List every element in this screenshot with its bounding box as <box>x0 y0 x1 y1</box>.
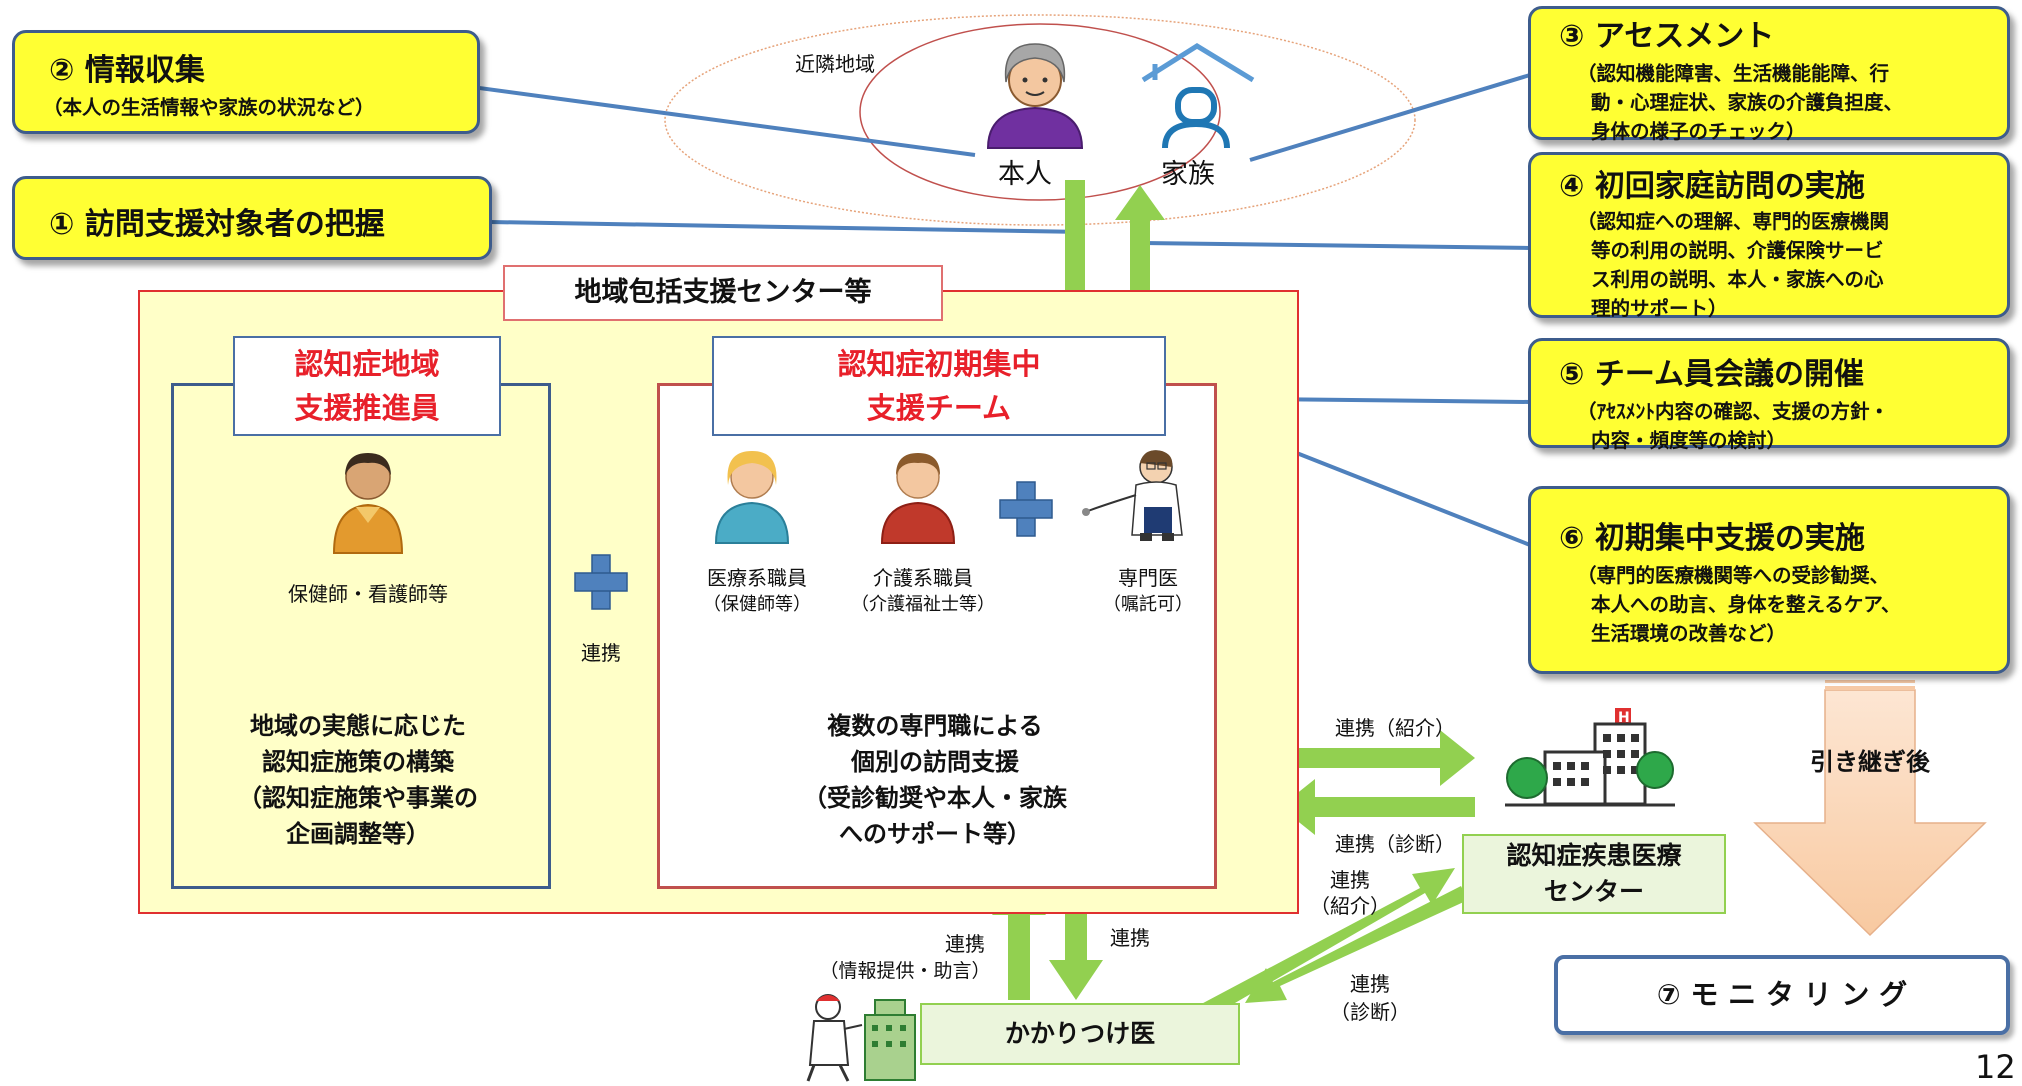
step-7-monitoring: ⑦ モ ニ タ リ ン グ <box>1554 955 2010 1035</box>
member-specialist-note: （嘱託可） <box>1103 594 1193 615</box>
connector-s3 <box>1249 73 1531 162</box>
link-team-down-label: 連携 <box>1110 926 1150 950</box>
step-4-callout: ④ 初回家庭訪問の実施 （認知症への理解、専門的医療機関 等の利用の説明、介護保… <box>1528 152 2010 320</box>
arrow-from-medical-center <box>1280 779 1475 835</box>
member-medical-name: 医療系職員 <box>707 566 807 590</box>
member-medical-note: （保健師等） <box>703 594 811 615</box>
team-description: 複数の専門職による 個別の訪問支援 （受診勧奨や本人・家族 へのサポート等） <box>803 712 1067 848</box>
step-2-callout: ② 情報収集 （本人の生活情報や家族の状況など） <box>12 30 480 134</box>
person-label: 本人 <box>998 159 1052 190</box>
member-care-note: （介護福祉士等） <box>851 594 995 615</box>
gp-box: かかりつけ医 <box>920 1003 1240 1065</box>
collaboration-label: 連携 <box>581 641 621 665</box>
gp-doctor-icon <box>806 994 916 1082</box>
link-from-center-label: 連携（診断） <box>1335 832 1455 856</box>
plus-icon <box>574 554 628 610</box>
promoter-staff-label: 保健師・看護師等 <box>288 582 448 606</box>
arrow-to-medical-center <box>1280 730 1475 786</box>
handover-arrow <box>1753 689 1987 937</box>
plus-icon <box>999 481 1053 537</box>
family-home-icon <box>1141 43 1255 149</box>
hospital-building-icon: H <box>1505 708 1675 807</box>
neighborhood-inner-ellipse <box>859 23 1221 201</box>
care-staff-icon <box>880 453 956 544</box>
arrow-down-to-team <box>1050 180 1100 335</box>
link-gp-to-center-sub: （紹介） <box>1310 894 1390 918</box>
link-to-center-label: 連携（紹介） <box>1335 716 1455 740</box>
promoter-description: 地域の実態に応じた 認知症施策の構築 （認知症施策や事業の 企画調整等） <box>238 712 478 848</box>
neighborhood-label: 近隣地域 <box>795 52 875 76</box>
member-specialist-name: 専門医 <box>1118 566 1178 590</box>
team-title: 認知症初期集中 支援チーム <box>712 336 1166 436</box>
specialist-doctor-icon <box>1082 450 1183 541</box>
step-3-callout: ③ アセスメント （認知機能障害、生活機能能障、行 動・心理症状、家族の介護負担… <box>1528 6 2010 143</box>
svg-text:H: H <box>1618 710 1630 726</box>
member-care-name: 介護系職員 <box>873 566 973 590</box>
arrow-up-to-family <box>1115 185 1165 335</box>
connector-s1 <box>489 220 1086 234</box>
handover-label: 引き継ぎ後 <box>1810 748 1930 776</box>
page-number: 12 <box>1975 1048 2016 1086</box>
promoter-title: 認知症地域 支援推進員 <box>233 336 501 436</box>
link-center-to-gp-sub: （診断） <box>1330 1000 1410 1024</box>
arrow-center-to-gp <box>1245 886 1468 1003</box>
link-gp-to-center-label: 連携 <box>1330 868 1370 892</box>
connector-s2 <box>419 78 976 157</box>
link-center-to-gp-label: 連携 <box>1350 972 1390 996</box>
step-5-callout: ⑤ チーム員会議の開催 （ｱｾｽﾒﾝﾄ内容の確認、支援の方針・ 内容・頻度等の検… <box>1528 338 2010 452</box>
public-health-nurse-icon <box>332 453 404 554</box>
step-6-callout: ⑥ 初期集中支援の実施 （専門的医療機関等への受診勧奨、 本人への助言、身体を整… <box>1528 486 2010 674</box>
arrow-team-down <box>1049 888 1103 1000</box>
family-label: 家族 <box>1161 159 1215 190</box>
medical-center-box: 認知症疾患医療 センター <box>1462 834 1726 914</box>
elderly-person-icon <box>986 43 1084 149</box>
link-gp-up-label: 連携 <box>945 932 985 956</box>
support-center-title: 地域包括支援センター等 <box>503 265 943 321</box>
medical-staff-icon <box>714 451 790 544</box>
step-1-callout: ① 訪問支援対象者の把握 <box>12 176 492 260</box>
connector-s4 <box>1139 241 1531 250</box>
neighborhood-outer-ellipse <box>664 14 1416 226</box>
link-gp-up-sub: （情報提供・助言） <box>819 960 991 982</box>
